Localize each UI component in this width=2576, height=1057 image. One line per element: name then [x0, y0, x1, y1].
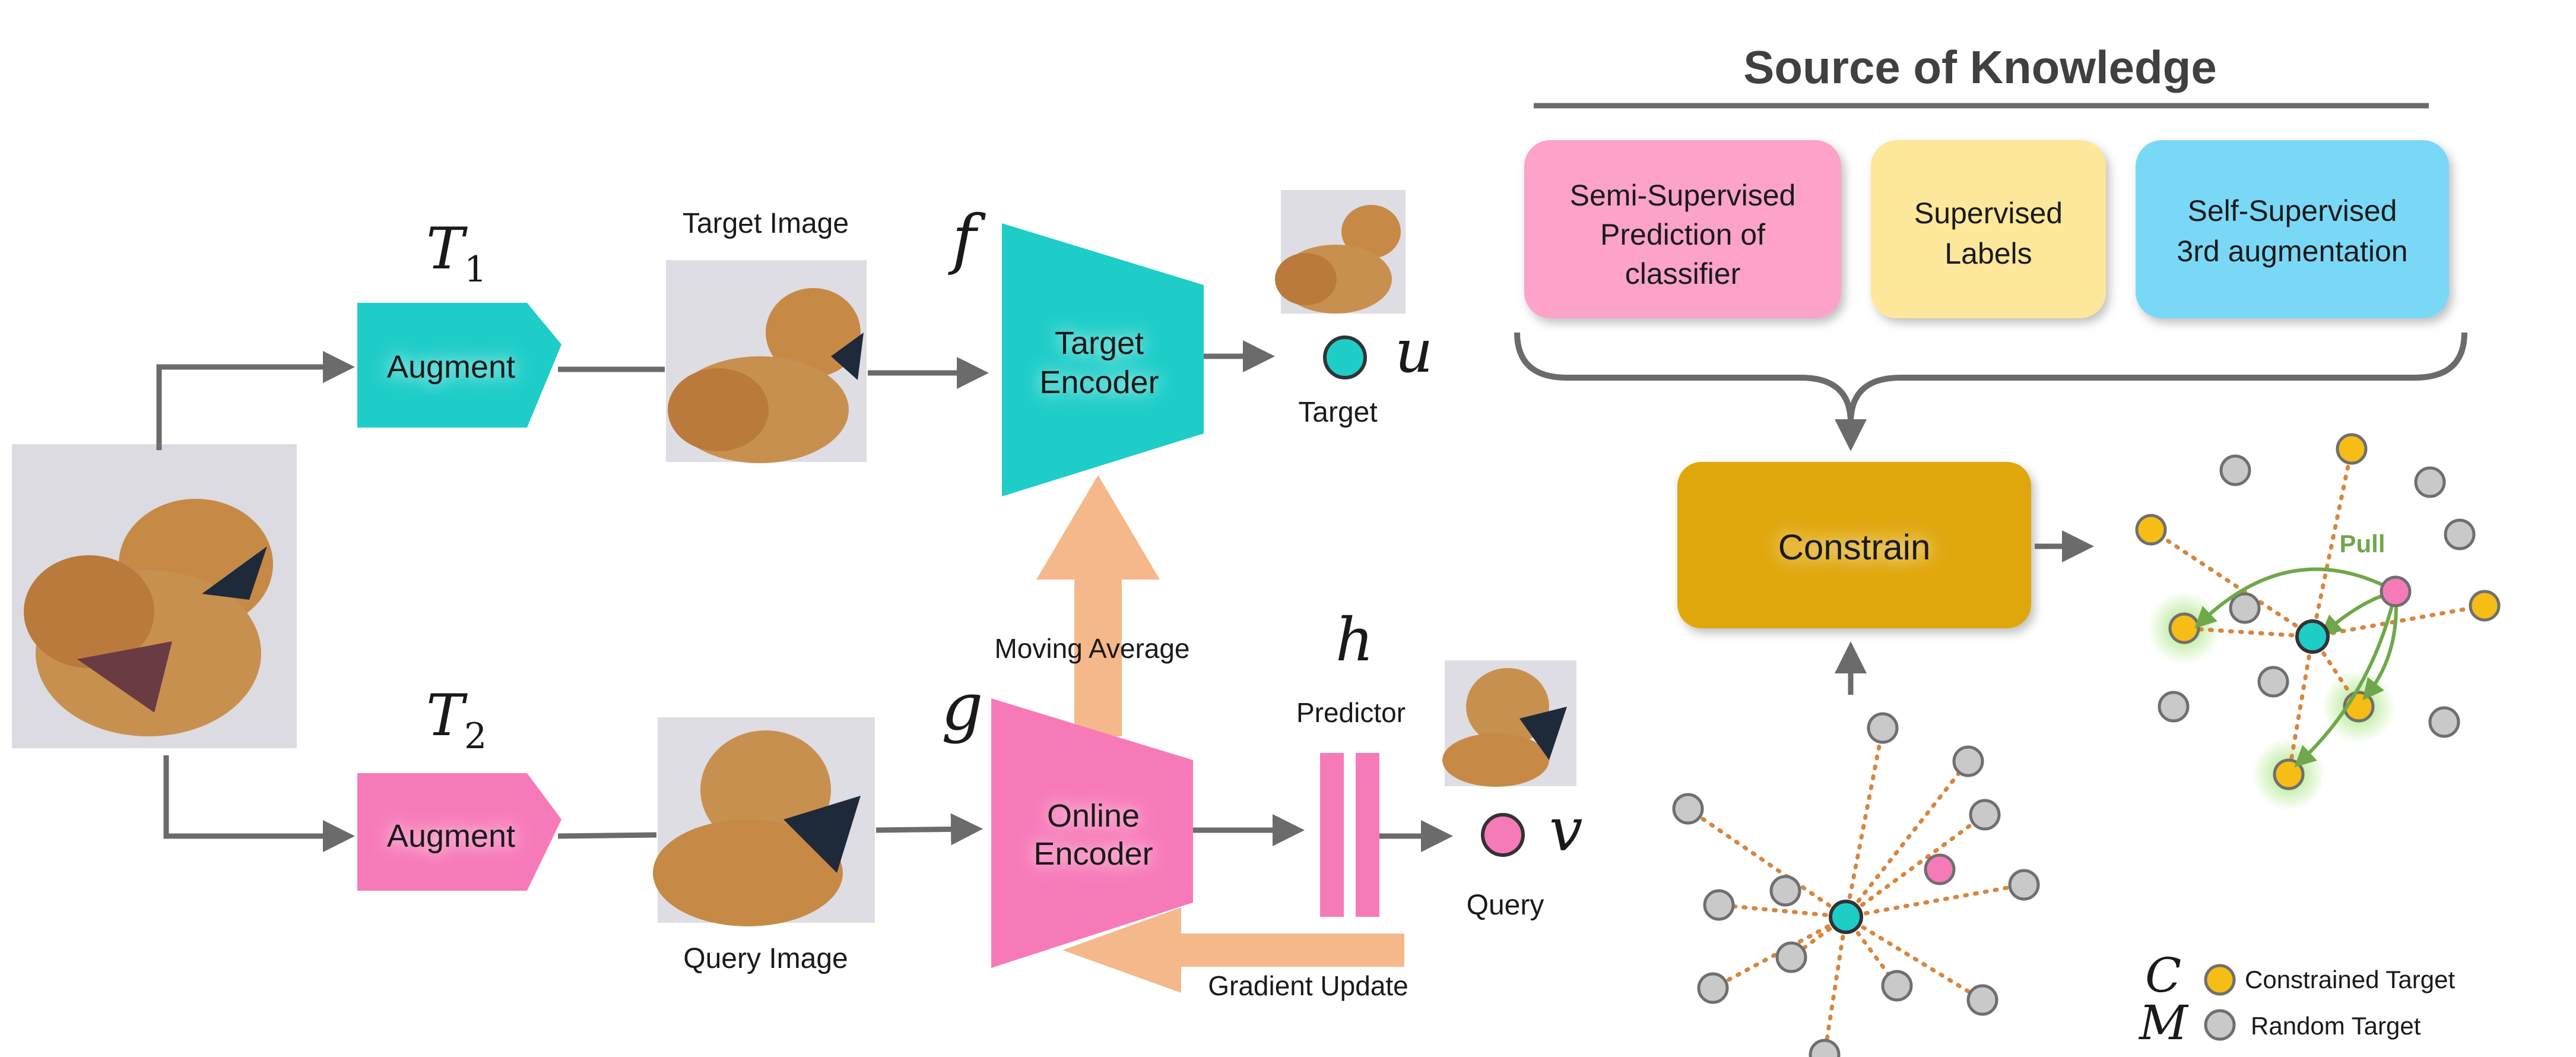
semi-supervised-line3: classifier — [1625, 257, 1740, 290]
random-target-links — [1686, 726, 2026, 1057]
moving-average-arrow — [1036, 475, 1160, 736]
knowledge-card-self-supervised[interactable]: Self-Supervised 3rd augmentation — [2136, 140, 2449, 318]
knowledge-title: Source of Knowledge — [1743, 41, 2216, 93]
constrain-label-glow: Constrain — [1778, 527, 1931, 567]
gradient-update-arrow — [1062, 907, 1404, 993]
query-dot-constrained — [2380, 575, 2412, 607]
constrained-target-dot — [2469, 590, 2501, 622]
target-image-caption: Target Image — [683, 208, 849, 239]
legend-m-symbol: M — [2138, 995, 2189, 1050]
query-output-image — [1442, 660, 1576, 787]
semi-supervised-line1: Semi-Supervised — [1570, 179, 1796, 212]
online-encoder-line2: Encoder — [1033, 836, 1153, 872]
random-target-dot — [1769, 875, 1801, 907]
augment-label-bottom: Augment — [387, 818, 515, 854]
anchor-dot-constrained — [2295, 619, 2330, 654]
online-encoder-glow-line2: Encoder — [1033, 836, 1153, 872]
legend-random-dot — [2204, 1009, 2236, 1041]
anchor-dot-random — [1829, 900, 1863, 934]
target-encoder-glow-line2: Encoder — [1039, 365, 1159, 400]
random-target-dot — [1969, 799, 2001, 831]
target-u-dot — [1323, 336, 1367, 379]
target-image — [666, 260, 867, 463]
target-encoder-glow-line1: Target — [1055, 325, 1144, 361]
knowledge-card-supervised[interactable]: Supervised Labels — [1871, 140, 2106, 318]
random-target-dot — [1775, 941, 1807, 973]
query-v-dot — [1481, 813, 1525, 857]
query-dot-random — [1924, 853, 1956, 885]
constrained-target-dot — [2336, 433, 2368, 465]
online-encoder-line1: Online — [1047, 798, 1140, 834]
constrain-label: Constrain — [1778, 527, 1931, 567]
target-output-image — [1275, 190, 1406, 314]
legend-constrained-text: Constrained Target — [2245, 966, 2455, 993]
constrained-target-dot — [2273, 758, 2305, 790]
g-label: g — [941, 669, 983, 745]
supervised-line1: Supervised — [1914, 197, 2063, 230]
query-image — [653, 717, 875, 926]
query-caption: Query — [1467, 890, 1544, 921]
constrained-target-dot — [2168, 612, 2200, 644]
online-encoder-glow-line1: Online — [1047, 798, 1140, 834]
target-encoder-line2: Encoder — [1039, 365, 1159, 400]
pipeline-connectors — [156, 340, 1453, 852]
knowledge-brace — [1514, 332, 2467, 423]
random-target-dot — [1867, 712, 1899, 744]
v-label: v — [1549, 795, 1583, 865]
augment-label-top: Augment — [387, 349, 515, 385]
target-encoder[interactable]: Target Encoder Target Encoder — [1002, 223, 1204, 496]
random-target-dot — [1881, 970, 1913, 1002]
self-supervised-line2: 3rd augmentation — [2177, 235, 2407, 268]
augment-block-bottom[interactable]: Augment Augment — [357, 773, 561, 891]
random-target-dot — [2158, 691, 2190, 723]
random-target-dot — [2444, 518, 2476, 550]
gradient-update-label: Gradient Update — [1208, 970, 1408, 1001]
random-target-cluster — [1672, 712, 2040, 1057]
target-encoder-line1: Target — [1055, 325, 1144, 361]
random-target-dot — [2428, 706, 2460, 738]
knowledge-card-semi-supervised[interactable]: Semi-Supervised Prediction of classifier — [1524, 140, 1841, 318]
pull-label: Pull — [2339, 530, 2385, 558]
t2-label: T2 — [426, 682, 487, 757]
constrained-cluster: Pull — [2135, 433, 2501, 811]
random-target-dot — [1966, 984, 1998, 1016]
constrain-block[interactable]: Constrain Constrain — [1677, 462, 2031, 628]
legend: C Constrained Target M Random Target — [2138, 948, 2455, 1050]
predictor-block[interactable] — [1320, 753, 1379, 917]
legend-constrained-dot — [2204, 964, 2236, 996]
augment-label-top-glow: Augment — [387, 349, 515, 385]
augment-label-bottom-glow: Augment — [387, 818, 515, 854]
moving-average-label: Moving Average — [994, 633, 1189, 664]
random-target-dot — [1809, 1039, 1841, 1057]
f-label: f — [948, 201, 986, 277]
t1-label: T1 — [426, 216, 487, 290]
augment-block-top[interactable]: Augment Augment — [357, 303, 561, 428]
online-encoder[interactable]: Online Encoder Online Encoder — [991, 698, 1193, 968]
legend-random-text: Random Target — [2251, 1012, 2421, 1040]
random-target-dot — [2257, 666, 2289, 698]
h-label: h — [1335, 605, 1373, 675]
random-target-dot — [1672, 793, 1704, 825]
query-image-caption: Query Image — [683, 943, 848, 974]
legend-c-symbol: C — [2145, 948, 2181, 1003]
random-target-dot — [2219, 454, 2251, 486]
supervised-line2: Labels — [1944, 237, 2032, 270]
random-target-dot — [2229, 592, 2261, 624]
random-target-dot — [1697, 972, 1729, 1004]
random-target-dot — [1952, 745, 1984, 777]
u-label: u — [1395, 317, 1433, 386]
semi-supervised-line2: Prediction of — [1600, 218, 1765, 251]
target-caption: Target — [1298, 397, 1377, 428]
constrained-target-dot — [2135, 514, 2167, 546]
random-target-dot — [2008, 869, 2040, 901]
predictor-label: Predictor — [1296, 697, 1406, 728]
random-target-dot — [2414, 466, 2446, 498]
random-target-dot — [1703, 889, 1735, 921]
self-supervised-line1: Self-Supervised — [2188, 194, 2397, 227]
source-dog-image — [12, 444, 297, 748]
